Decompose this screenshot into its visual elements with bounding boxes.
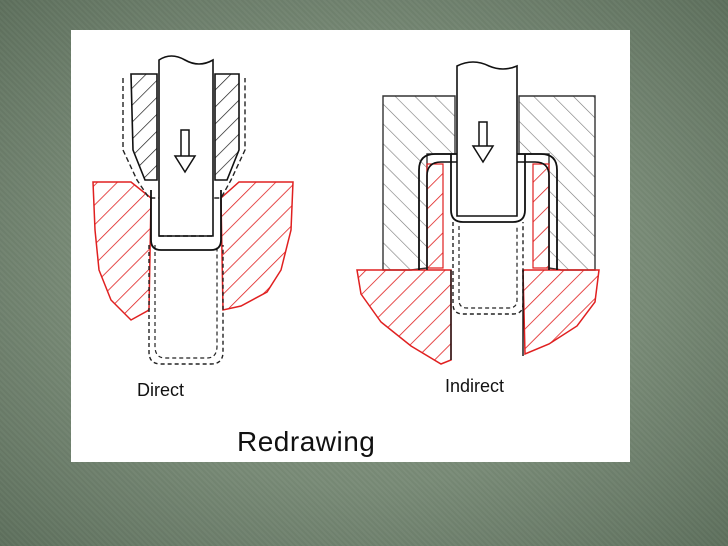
diagram-title: Redrawing bbox=[237, 426, 376, 457]
indirect-arrow-icon bbox=[471, 121, 495, 164]
indirect-final-cup bbox=[452, 222, 524, 315]
indirect-redrawing-figure bbox=[356, 61, 600, 365]
indirect-die-left bbox=[356, 269, 452, 365]
indirect-die-right bbox=[522, 269, 600, 356]
direct-arrow-icon bbox=[173, 129, 197, 174]
direct-die-right bbox=[220, 181, 294, 311]
indirect-label: Indirect bbox=[445, 376, 505, 396]
direct-label: Direct bbox=[137, 380, 185, 400]
indirect-die-post-right bbox=[532, 163, 550, 269]
diagram-panel: Direct Indirect Redrawing bbox=[71, 30, 630, 462]
direct-drawn-cup bbox=[148, 245, 224, 365]
direct-holder-right bbox=[214, 73, 240, 181]
direct-redrawing-figure bbox=[92, 55, 294, 365]
direct-holder-left bbox=[130, 73, 158, 181]
redrawing-diagram bbox=[92, 55, 600, 365]
indirect-die-post-left bbox=[426, 163, 444, 269]
direct-die-left bbox=[92, 181, 152, 321]
